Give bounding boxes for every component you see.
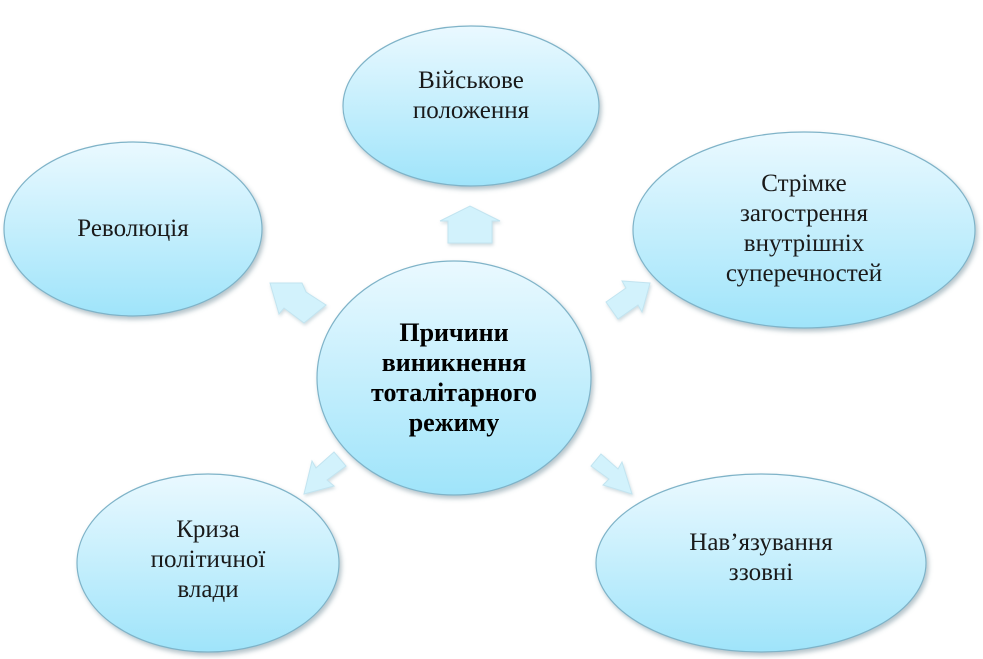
crisis-line: влади (177, 576, 239, 603)
imposed-line: Нав’язування (689, 529, 833, 556)
center-line: режиму (408, 408, 500, 437)
bubble-center (316, 260, 592, 496)
military-line: положення (412, 97, 530, 124)
center-line: Причини (399, 318, 509, 347)
contradictions-line: Стрімке (761, 170, 847, 197)
center-label: Причини виникнення тоталітарного режиму (334, 308, 574, 448)
crisis-label: Криза політичної влади (108, 512, 308, 608)
contradictions-label: Стрімке загострення внутрішніх суперечно… (684, 167, 924, 291)
revolution-line: Революція (77, 215, 189, 242)
center-line: тоталітарного (371, 378, 537, 407)
bubble-imposed (595, 473, 927, 653)
center-line: виникнення (381, 348, 527, 377)
revolution-label: Революція (33, 209, 233, 249)
arrow-down-right (590, 453, 633, 495)
arrow-up (439, 205, 501, 244)
military-label: Військове положення (371, 56, 571, 136)
contradictions-line: загострення (740, 200, 868, 227)
contradictions-line: внутрішніх (743, 230, 865, 257)
military-line: Військове (418, 67, 524, 94)
arrow-up-left (269, 282, 327, 324)
arrow-down-left (303, 451, 347, 495)
bubble-revolution (3, 141, 263, 317)
imposed-line: ззовні (728, 559, 794, 586)
imposed-label: Нав’язування ззовні (641, 523, 881, 593)
bubble-crisis (76, 473, 340, 653)
bubble-military (342, 25, 600, 187)
arrow-up-right (605, 280, 651, 320)
contradictions-line: суперечностей (725, 260, 883, 287)
crisis-line: Криза (176, 516, 240, 543)
bubble-contradictions (632, 131, 976, 329)
crisis-line: політичної (150, 546, 266, 573)
